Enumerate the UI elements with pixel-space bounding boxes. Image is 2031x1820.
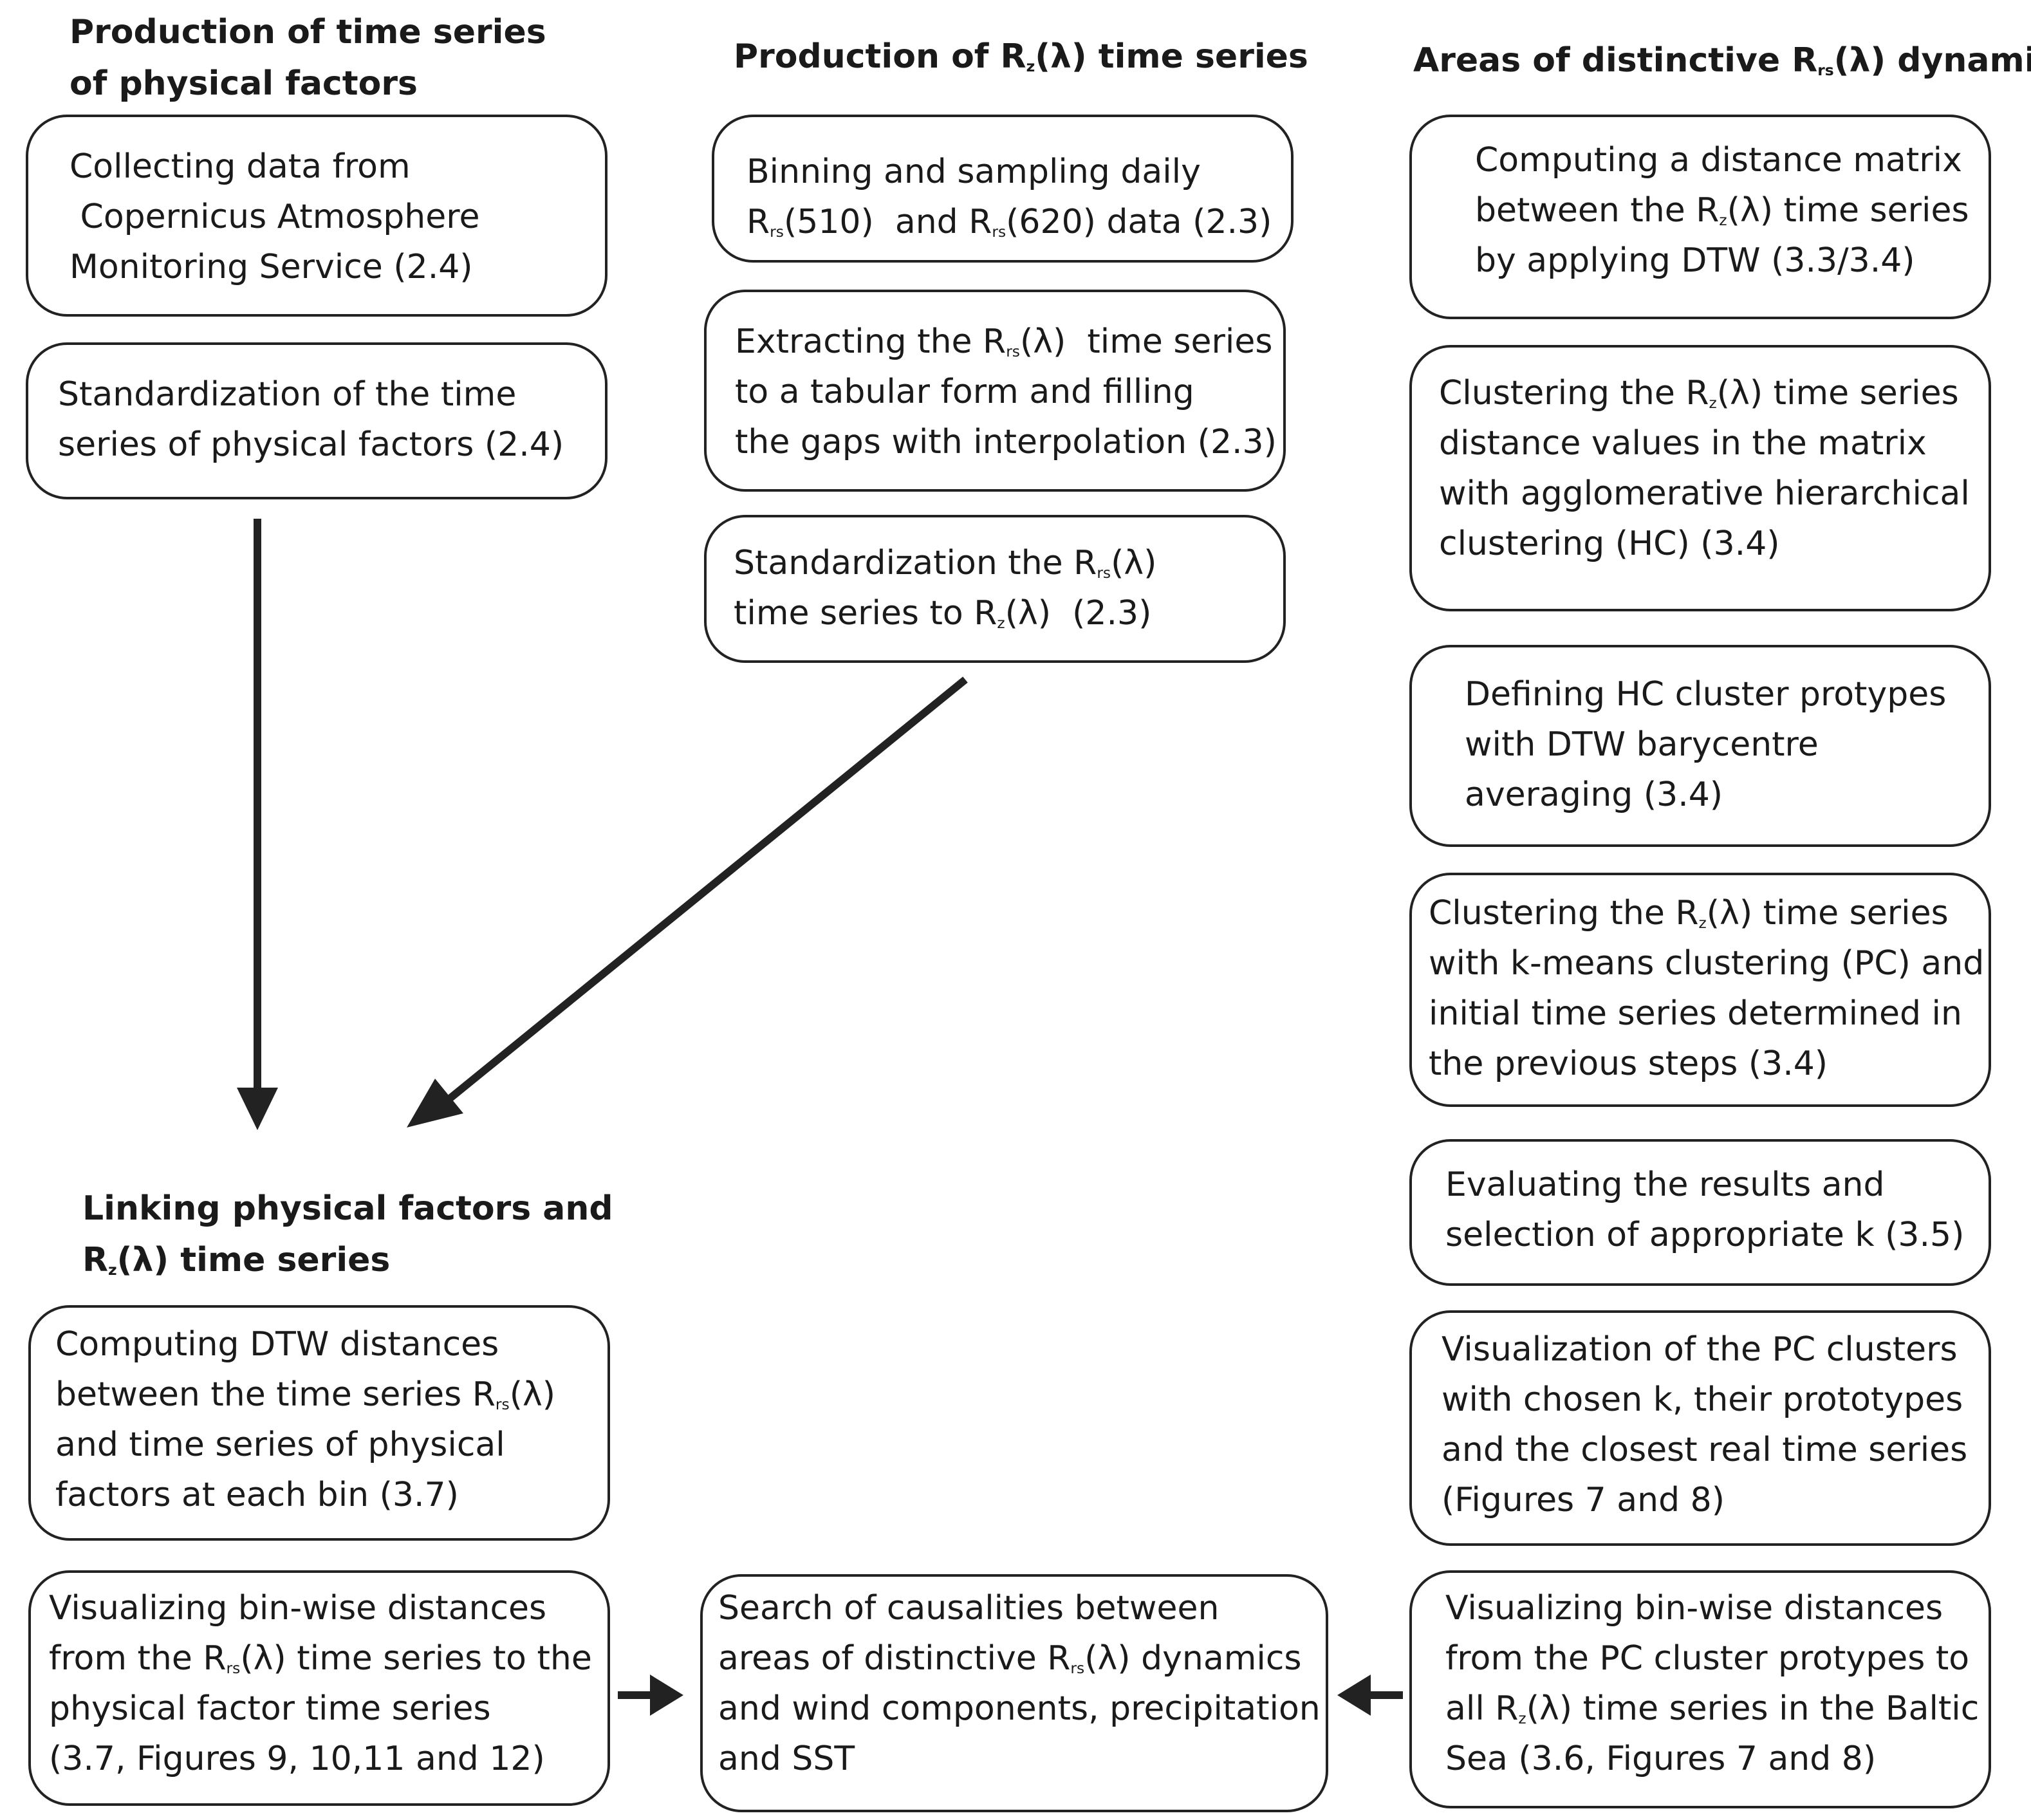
collect-data-text: Collecting data from Copernicus Atmosphe… (70, 147, 480, 286)
search-causalities-box (700, 1574, 1328, 1812)
kmeans-clustering-box (1409, 873, 1991, 1107)
prototypes-text: Defining HC cluster protypes with DTW ba… (1465, 675, 1947, 814)
heading-physical-factors: Production of time series of physical fa… (70, 13, 546, 103)
standardization-rz-text: Standardization the Rrs(λ) time series t… (734, 544, 1157, 633)
arrow-diagonal-head (407, 1079, 463, 1128)
prototypes-box (1409, 645, 1991, 847)
evaluating-box (1409, 1139, 1991, 1286)
extracting-box (704, 290, 1286, 492)
arrow-diagonal-shaft (448, 676, 968, 1101)
hc-clustering-text: Clustering the Rz(λ) time series distanc… (1439, 374, 1970, 563)
visualizing-binwise-text: Visualizing bin-wise distances from the … (1445, 1589, 1980, 1778)
extracting-text: Extracting the Rrs(λ) time series to a t… (735, 322, 1277, 461)
distance-matrix-box (1409, 115, 1991, 319)
visualize-physical-text: Visualizing bin-wise distances from the … (49, 1589, 592, 1778)
visualization-pc-text: Visualization of the PC clusters with ch… (1442, 1330, 1968, 1519)
hc-clustering-box (1409, 345, 1991, 611)
arrow-down-left-head (237, 1088, 278, 1130)
kmeans-clustering-text: Clustering the Rz(λ) time series with k-… (1429, 894, 1985, 1083)
standardize-physical-box (26, 342, 607, 499)
evaluating-text: Evaluating the results and selection of … (1445, 1165, 1965, 1254)
visualization-pc-box (1409, 1310, 1991, 1546)
standardize-physical-text: Standardization of the time series of ph… (58, 375, 564, 464)
heading-distinctive-areas: Areas of distinctive Rrs(λ) dynamics (1413, 41, 2031, 80)
binning-text: Binning and sampling daily Rrs(510) and … (747, 153, 1272, 241)
heading-rz-time-series: Production of Rz(λ) time series (734, 37, 1308, 76)
binning-box (712, 115, 1294, 263)
standardization-rz-box (704, 515, 1286, 663)
collect-data-box (26, 115, 607, 317)
compute-dtw-box (28, 1305, 610, 1541)
compute-dtw-text: Computing DTW distances between the time… (55, 1325, 556, 1514)
distance-matrix-text: Computing a distance matrix between the … (1475, 141, 1969, 280)
arrow-right-head (650, 1675, 683, 1716)
visualizing-binwise-box (1409, 1570, 1991, 1808)
search-causalities-text: Search of causalities between areas of d… (718, 1589, 1321, 1778)
visualize-physical-box (28, 1570, 610, 1806)
heading-linking: Linking physical factors and Rz(λ) time … (82, 1189, 613, 1279)
arrow-left-head (1337, 1675, 1371, 1716)
